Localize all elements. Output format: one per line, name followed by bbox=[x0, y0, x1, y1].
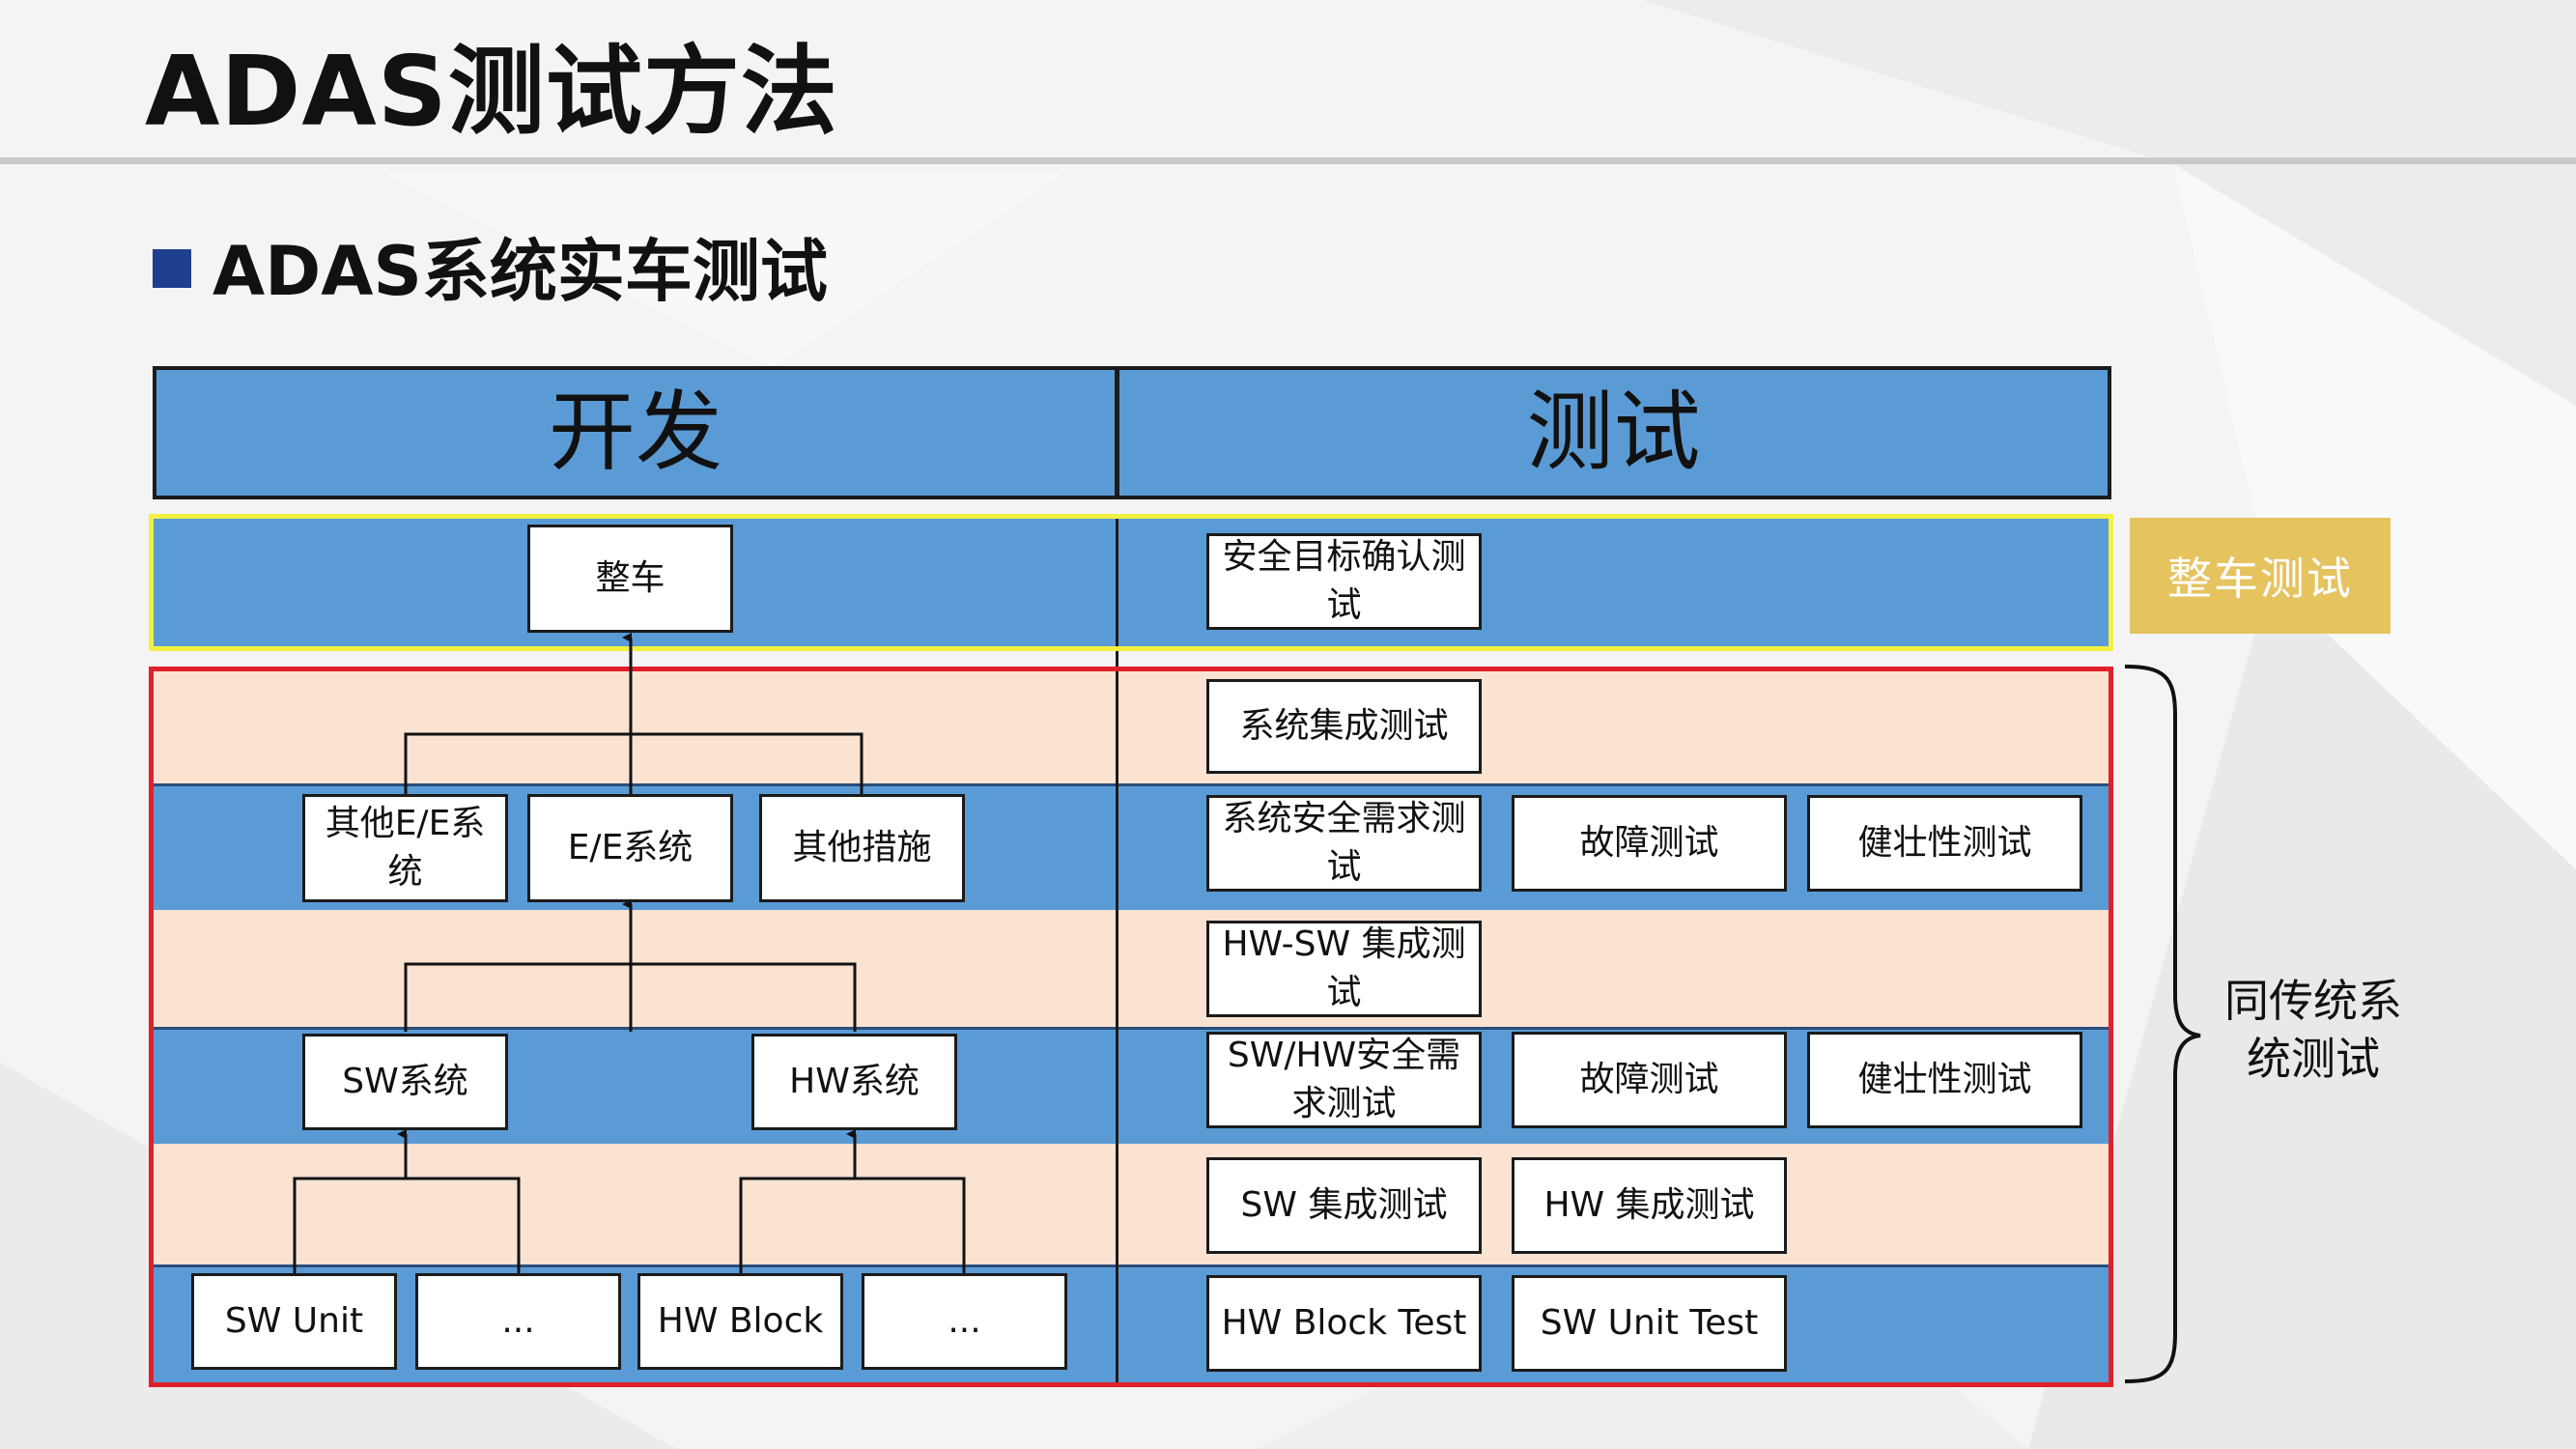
sw-system-box: SW系统 bbox=[302, 1034, 508, 1130]
hw-block-box: HW Block bbox=[637, 1273, 843, 1370]
robustness-test-box: 健壮性测试 bbox=[1807, 795, 2082, 892]
column-divider bbox=[1116, 518, 1118, 1383]
system-safety-requirement-test-box: 系统安全需求测试 bbox=[1206, 795, 1482, 892]
band-vehicle bbox=[153, 518, 2111, 647]
vehicle-level-frame bbox=[149, 514, 2113, 651]
ellipsis-box: ... bbox=[862, 1273, 1067, 1370]
fault-test-box: 故障测试 bbox=[1512, 1032, 1787, 1128]
sw-unit-box: SW Unit bbox=[191, 1273, 397, 1370]
slide-subtitle: ADAS系统实车测试 bbox=[212, 232, 828, 311]
sw-unit-test-box: SW Unit Test bbox=[1512, 1275, 1787, 1372]
sw-hw-safety-requirement-test-box: SW/HW安全需求测试 bbox=[1206, 1032, 1482, 1128]
bullet-square-icon bbox=[153, 249, 191, 288]
robustness-test-box: 健壮性测试 bbox=[1807, 1032, 2082, 1128]
safety-goal-validation-box: 安全目标确认测试 bbox=[1206, 533, 1482, 630]
title-divider bbox=[0, 157, 2576, 164]
other-ee-system-box: 其他E/E系统 bbox=[302, 794, 508, 902]
slide-title: ADAS测试方法 bbox=[145, 35, 838, 148]
band-separator bbox=[153, 1027, 2111, 1030]
hw-system-box: HW系统 bbox=[751, 1034, 957, 1130]
band-separator bbox=[153, 1264, 2111, 1267]
sw-integration-test-box: SW 集成测试 bbox=[1206, 1157, 1482, 1254]
vehicle-box: 整车 bbox=[527, 525, 733, 633]
hw-block-test-box: HW Block Test bbox=[1206, 1275, 1482, 1372]
fault-test-box: 故障测试 bbox=[1512, 795, 1787, 892]
vehicle-test-tag: 整车测试 bbox=[2130, 518, 2391, 634]
traditional-system-test-label: 同传统系统测试 bbox=[2224, 975, 2402, 1085]
band-separator bbox=[153, 783, 2111, 786]
ee-system-box: E/E系统 bbox=[527, 794, 733, 902]
hw-sw-integration-test-box: HW-SW 集成测试 bbox=[1206, 921, 1482, 1017]
ellipsis-box: ... bbox=[415, 1273, 621, 1370]
hw-integration-test-box: HW 集成测试 bbox=[1512, 1157, 1787, 1254]
header-testing: 测试 bbox=[1116, 366, 2111, 499]
header-development: 开发 bbox=[153, 366, 1118, 499]
system-level-frame bbox=[149, 667, 2113, 1387]
system-integration-test-box: 系统集成测试 bbox=[1206, 679, 1482, 774]
other-measures-box: 其他措施 bbox=[759, 794, 965, 902]
